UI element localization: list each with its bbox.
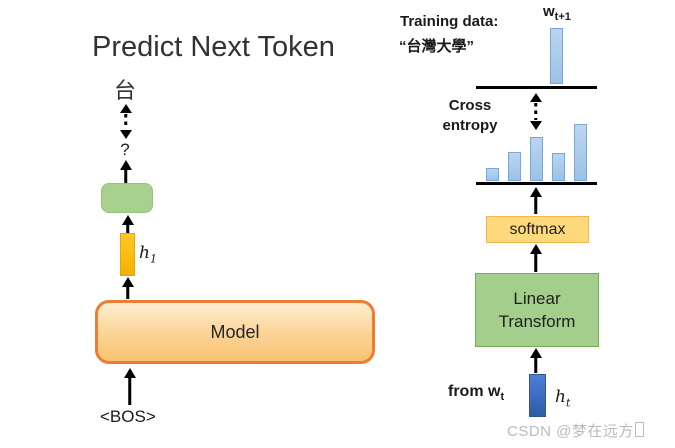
hidden-state-label-h1: h1 — [139, 243, 157, 265]
softmax-box: softmax — [486, 216, 589, 243]
probability-bar — [552, 153, 565, 181]
cross-entropy-line2: entropy — [442, 117, 498, 134]
arrowhead-down-icon — [119, 130, 132, 139]
input-vector-ht — [529, 374, 546, 417]
arrow-up-to-linear-transform — [529, 348, 542, 373]
arrow-shaft — [533, 356, 538, 373]
arrow-shaft — [125, 285, 130, 299]
model-label: Model — [210, 321, 260, 342]
arrowhead-up-icon — [121, 277, 134, 287]
arrow-up-to-model — [123, 368, 136, 405]
target-one-hot-chart — [550, 28, 563, 84]
bos-token-label: <BOS> — [100, 407, 156, 426]
missing-glyph-box — [634, 422, 644, 437]
arrowhead-down-icon — [529, 121, 542, 130]
probability-bar — [550, 28, 563, 84]
math-subscript: t — [500, 391, 505, 404]
arrow-shaft — [125, 223, 130, 233]
arrow-up-to-distribution — [529, 187, 542, 214]
arrow-up-to-h1 — [121, 277, 134, 299]
watermark-label: CSDN @梦在远方 — [507, 423, 634, 440]
predicted-token-text: 台 — [113, 78, 136, 103]
output-layer-box — [101, 183, 153, 213]
arrow-up-to-softmax — [529, 244, 542, 272]
math-subscript: t — [565, 396, 571, 410]
linear-transform-box: Linear Transform — [475, 273, 599, 347]
dotted-double-arrow-left — [119, 104, 132, 139]
arrowhead-up-icon — [119, 160, 132, 170]
arrowhead-up-icon — [529, 93, 542, 102]
arrow-shaft — [533, 252, 538, 272]
dotted-shaft — [123, 114, 128, 129]
target-word-label: wt+1 — [543, 3, 571, 23]
probability-bar — [486, 168, 499, 181]
arrow-up-to-output-box — [121, 215, 134, 233]
training-data-caption: Training data: — [400, 13, 499, 30]
hidden-state-label-ht: ht — [555, 387, 570, 409]
probability-bar — [574, 124, 587, 181]
training-data-text: “台灣大學” — [399, 38, 475, 55]
probability-bar — [508, 152, 521, 181]
math-base: h — [139, 243, 150, 263]
arrow-shaft — [127, 376, 132, 405]
math-subscript: t+1 — [554, 11, 571, 23]
question-mark-text: ? — [120, 140, 130, 159]
model-box: Model — [95, 300, 375, 364]
dotted-double-arrow-cross-entropy — [529, 93, 542, 130]
arrowhead-up-icon — [123, 368, 136, 378]
linear-transform-line1: Linear — [513, 289, 561, 308]
arrowhead-up-icon — [529, 244, 542, 254]
arrow-shaft — [533, 195, 538, 214]
cross-entropy-line1: Cross — [448, 97, 492, 114]
probability-bar — [530, 137, 543, 181]
math-base: from w — [448, 383, 501, 400]
dotted-shaft — [533, 103, 538, 120]
baseline-bottom — [476, 182, 597, 185]
math-subscript: 1 — [149, 252, 157, 266]
predicted-distribution-chart — [486, 124, 587, 181]
arrow-up-to-question — [119, 160, 132, 183]
math-base: w — [543, 3, 555, 20]
arrowhead-up-icon — [121, 215, 134, 225]
arrowhead-up-icon — [529, 348, 542, 358]
baseline-top — [476, 86, 597, 89]
arrowhead-up-icon — [529, 187, 542, 197]
arrowhead-up-icon — [119, 104, 132, 113]
cross-entropy-label: Cross entropy — [425, 97, 515, 134]
arrow-shaft — [123, 168, 128, 183]
softmax-label: softmax — [509, 220, 566, 238]
from-word-label: from wt — [448, 383, 504, 403]
linear-transform-line2: Transform — [498, 312, 576, 331]
page-title: Predict Next Token — [92, 31, 335, 63]
math-base: h — [555, 387, 566, 407]
hidden-state-vector-h1 — [120, 233, 135, 276]
watermark-text: CSDN @梦在远方 — [507, 420, 644, 441]
